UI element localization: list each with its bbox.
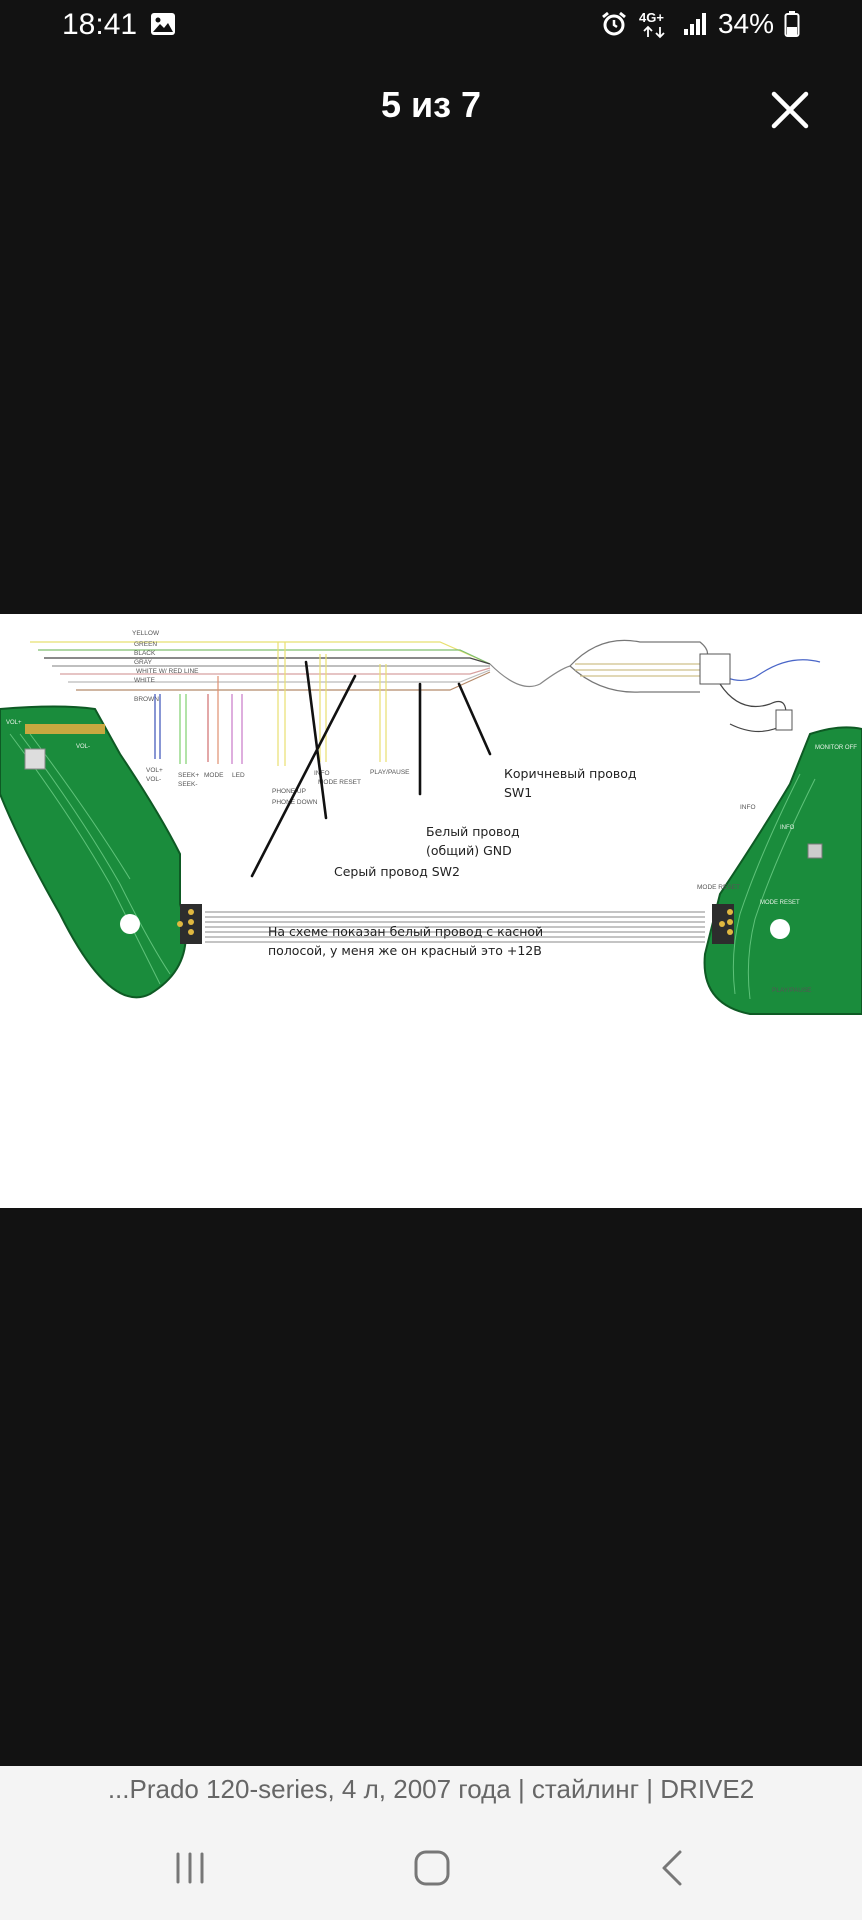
- pin-label-led: LED: [232, 772, 245, 779]
- battery-icon: [784, 11, 800, 37]
- home-icon[interactable]: [402, 1848, 462, 1888]
- pin-label-mode: MODE: [204, 772, 224, 779]
- pin-label-volm: VOL-: [146, 776, 161, 783]
- alarm-icon: [602, 11, 626, 36]
- drop-wires: [154, 642, 387, 766]
- wire-label-gray: GRAY: [134, 659, 153, 666]
- wire-label-yellow: YELLOW: [132, 630, 160, 637]
- annotation-white-2: (общий) GND: [426, 843, 512, 858]
- annotation-pointers: [250, 660, 492, 878]
- status-time: 18:41: [62, 8, 138, 41]
- pcb-label-volp: VOL+: [6, 720, 22, 726]
- pin-label-volp: VOL+: [146, 767, 163, 774]
- pcb-label-mode-reset-pcb: MODE RESET: [760, 900, 800, 906]
- pin-label-info: INFO: [314, 770, 330, 777]
- signal-icon: [683, 13, 706, 35]
- recents-icon[interactable]: [160, 1848, 220, 1888]
- wiring-diagram: YELLOW GREEN BLACK GRAY WHITE W/ RED LIN…: [0, 630, 862, 1015]
- image-counter: 5 из 7: [380, 84, 482, 125]
- battery-percent: 34%: [717, 8, 774, 39]
- left-pcb: VOL+ VOL-: [0, 705, 202, 999]
- gallery-icon: [151, 13, 175, 35]
- bottom-panel: [0, 1766, 862, 1920]
- connector-box: [699, 653, 731, 685]
- ribbon-cable: [205, 911, 705, 943]
- pcb-label-info-right: INFO: [740, 804, 756, 811]
- connector-small: [775, 709, 793, 731]
- wire-label-white: WHITE: [134, 677, 156, 684]
- annotation-note-1: На схеме показан белый провод с касной: [268, 924, 543, 939]
- wire-label-green: GREEN: [134, 641, 157, 648]
- pin-label-play-pause: PLAY/PAUSE: [370, 769, 410, 776]
- annotation-white-1: Белый провод: [426, 824, 520, 839]
- network-data-icon: 4G+: [639, 10, 665, 39]
- pin-label-seekp: SEEK+: [178, 772, 199, 779]
- pcb-label-volm: VOL-: [76, 744, 90, 750]
- pin-label-phone-down: PHONE DOWN: [272, 799, 318, 806]
- annotation-brown-2: SW1: [504, 785, 532, 800]
- network-label: 4G+: [639, 10, 664, 25]
- pcb-label-mode-reset-right: MODE RESET: [697, 884, 740, 891]
- pcb-label-monitor-off: MONITOR OFF: [815, 745, 857, 751]
- pcb-label-play-pause-right: PLAY/PAUSE: [772, 987, 812, 994]
- close-icon[interactable]: [764, 84, 816, 136]
- wire-label-white-red: WHITE W/ RED LINE: [136, 668, 199, 675]
- annotation-note-2: полосой, у меня же он красный это +12В: [268, 943, 542, 958]
- annotation-gray: Серый провод SW2: [334, 864, 460, 879]
- diagram-image[interactable]: YELLOW GREEN BLACK GRAY WHITE W/ RED LIN…: [0, 614, 862, 1208]
- back-icon[interactable]: [644, 1848, 704, 1888]
- pcb-label-info-pcb: INFO: [780, 825, 795, 831]
- status-bar: 18:41 4G+ 34%: [0, 0, 862, 52]
- pin-label-phone-up: PHONE UP: [272, 788, 306, 795]
- annotation-brown-1: Коричневый провод: [504, 766, 637, 781]
- wire-harness: [30, 639, 821, 733]
- wire-label-black: BLACK: [134, 650, 156, 657]
- wire-label-brown: BROWN: [134, 696, 159, 703]
- status-icons: 4G+ 34%: [600, 8, 800, 40]
- pin-label-mode-reset: MODE RESET: [318, 779, 361, 786]
- right-pcb: INFO MODE RESET PLAY/PAUSE MONITOR OFF I…: [697, 726, 862, 1015]
- pin-label-seekm: SEEK-: [178, 781, 198, 788]
- image-source-caption[interactable]: ...Prado 120-series, 4 л, 2007 года | ст…: [107, 1774, 755, 1804]
